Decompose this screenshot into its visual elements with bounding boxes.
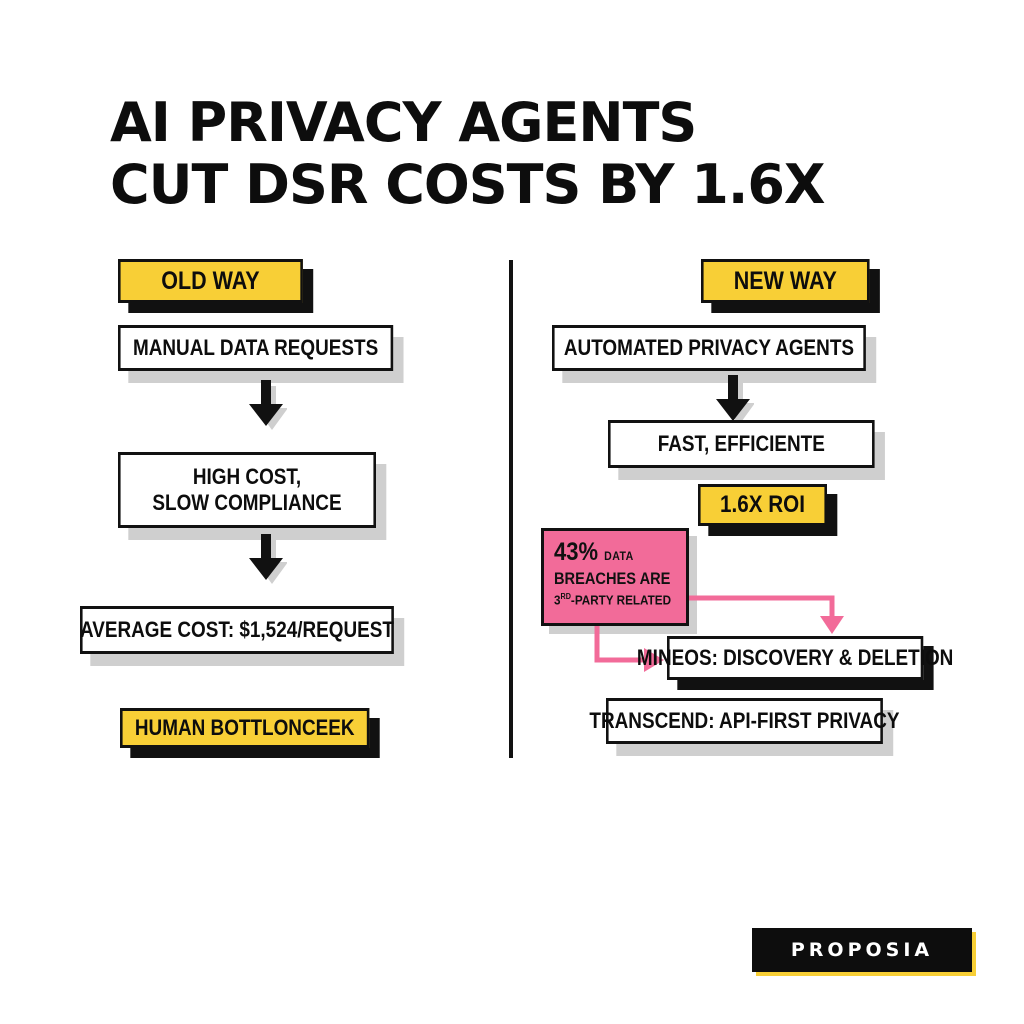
breach-percent-line: 43% DATA [554,539,663,569]
breach-data-word: DATA [604,549,634,563]
down-arrow-icon [716,375,754,425]
mineos-box: MINEOS: DISCOVERY & DELETION [637,636,953,680]
slow-compliance-text: SLOW COMPLIANCE [152,490,342,515]
arrow-head-icon [820,616,844,634]
transcend-text: TRANSCEND: API-FIRST PRIVACY [589,708,900,733]
connector-to-mineos-top [689,595,835,622]
old-way-label: OLD WAY [118,259,303,303]
down-arrow-icon [249,534,287,584]
automated-privacy-agents-text: AUTOMATED PRIVACY AGENTS [563,335,855,360]
high-cost-slow-compliance-text: HIGH COST, SLOW COMPLIANCE [152,464,341,516]
roi-badge: 1.6X ROI [698,484,827,526]
mineos-text: MINEOS: DISCOVERY & DELETION [636,645,954,670]
high-cost-slow-compliance-box: HIGH COST, SLOW COMPLIANCE [118,452,376,528]
manual-data-requests-box: MANUAL DATA REQUESTS [118,325,394,371]
breach-line-3: 3RD-PARTY RELATED [554,589,671,608]
breach-stat-box: 43% DATA BREACHES ARE 3RD-PARTY RELATED [541,528,689,626]
fast-efficient-box: FAST, EFFICIENTE [608,420,875,468]
old-way-label-text: OLD WAY [161,267,260,295]
human-bottleneck-callout: HUMAN BOTTLONCEEK [120,708,370,748]
breach-percent: 43% [554,538,599,566]
column-divider [509,260,513,758]
average-cost-box: AVERAGE COST: $1,524/REQUEST [80,606,394,654]
fast-efficient-text: FAST, EFFICIENTE [657,431,825,456]
automated-privacy-agents-box: AUTOMATED PRIVACY AGENTS [552,325,866,371]
average-cost-text: AVERAGE COST: $1,524/REQUEST [79,617,394,642]
high-cost-text: HIGH COST, [192,464,302,489]
new-way-label: NEW WAY [701,259,870,303]
brand-badge: PROPOSIA [752,928,972,972]
new-way-label-text: NEW WAY [733,267,837,295]
brand-text: PROPOSIA [790,939,934,961]
down-arrow-icon [249,380,287,430]
breach-line-3-suffix: -PARTY RELATED [570,592,672,608]
headline-line-1: AI PRIVACY AGENTS [110,91,697,154]
breach-line-3-prefix: 3 [554,592,561,608]
headline-line-2: CUT DSR COSTS BY 1.6X [110,153,826,216]
headline: AI PRIVACY AGENTS CUT DSR COSTS BY 1.6X [110,92,930,216]
human-bottleneck-text: HUMAN BOTTLONCEEK [134,715,355,740]
breach-line-3-sup: RD [560,592,571,601]
breach-line-2: BREACHES ARE [554,569,671,588]
roi-text: 1.6X ROI [720,491,805,518]
transcend-box: TRANSCEND: API-FIRST PRIVACY [589,698,900,744]
manual-data-requests-text: MANUAL DATA REQUESTS [132,335,379,360]
